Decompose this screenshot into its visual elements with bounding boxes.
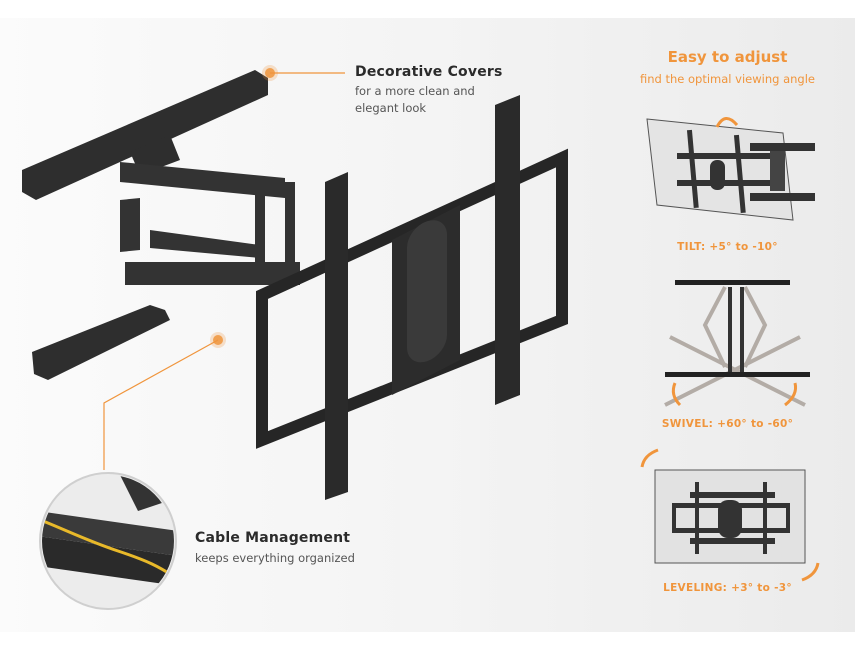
adjust-title: Easy to adjust [667,48,788,66]
cable-management-dot [213,335,223,345]
swing-arms [120,162,300,285]
leveling-right-arrow-icon [801,562,820,582]
vertical-rails [325,95,520,500]
leveling-left-arrow-icon [640,448,659,468]
leveling-label: LEVELING: +3° to -3° [663,582,792,594]
cable-management-closeup [39,472,177,610]
center-plate [392,205,460,395]
leveling-diagram [640,448,820,582]
cable-management-title: Cable Management [195,530,351,546]
callout-lines [103,72,345,470]
tilt-label: TILT: +5° to -10° [677,241,778,253]
decorative-covers-dot [265,68,275,78]
mount-frame [256,148,568,449]
swivel-label: SWIVEL: +60° to -60° [661,418,794,430]
adjust-subtitle: find the optimal viewing angle [640,72,815,86]
tilt-arrow-icon [715,117,739,128]
tilt-diagram [646,117,815,221]
swivel-diagram [664,280,810,407]
decorative-covers-line1: for a more clean and [355,84,475,98]
bottom-decorative-cover [32,305,170,380]
cable-management-subtitle: keeps everything organized [195,551,355,565]
swivel-left-arrow-icon [671,382,682,407]
swivel-right-arrow-icon [784,382,797,407]
decorative-covers-line2: elegant look [355,101,427,115]
decorative-covers-title: Decorative Covers [355,64,503,80]
